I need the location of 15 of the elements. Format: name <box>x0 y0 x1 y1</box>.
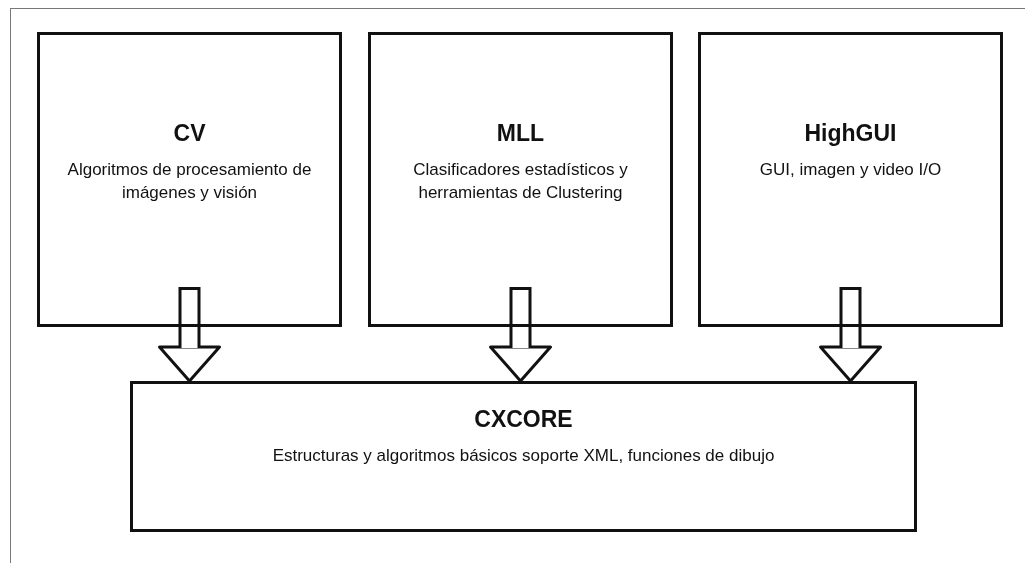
arrow <box>158 287 221 383</box>
module-box <box>130 381 917 532</box>
module-description: Clasificadores estadísticos y herramientas de Clustering <box>412 159 629 204</box>
module-box <box>368 32 673 327</box>
module-title: CXCORE <box>474 406 573 433</box>
module-title: CV <box>173 120 206 147</box>
module-box <box>37 32 342 327</box>
module-box <box>698 32 1003 327</box>
module-title: HighGUI <box>804 120 897 147</box>
module-description: Algoritmos de procesamiento de imágenes y visión <box>66 159 313 204</box>
arrow <box>819 287 882 383</box>
module-description: GUI, imagen y video I/O <box>759 159 942 181</box>
module-description: Estructuras y algoritmos básicos soporte XML, funciones de dibujo <box>272 445 775 467</box>
arrow <box>489 287 552 383</box>
module-title: MLL <box>496 120 545 147</box>
